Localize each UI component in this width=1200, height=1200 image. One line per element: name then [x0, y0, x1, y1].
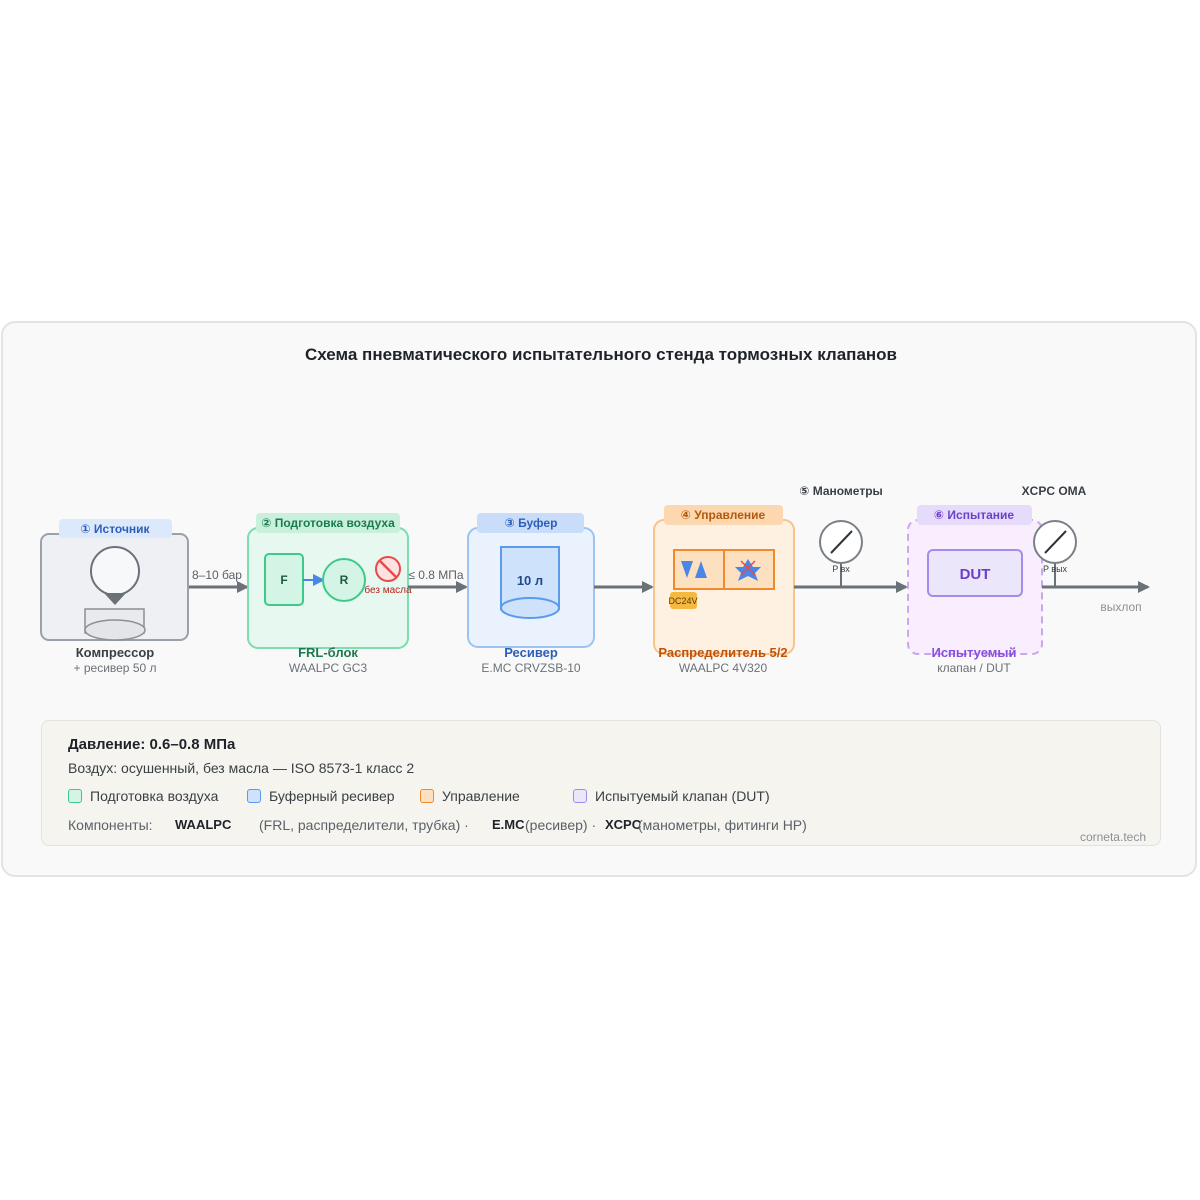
inlet-pressure-gauge: P вх — [819, 520, 863, 587]
legend-item-label: Подготовка воздуха — [90, 788, 219, 804]
inlet-gauge-label: P вх — [832, 564, 850, 574]
dut-name: Испытуемый — [931, 645, 1016, 660]
receiver-block: ③ Буфер 10 л Ресивер E.MC CRVZSB-10 — [467, 513, 595, 675]
legend-item-dut: Испытуемый клапан (DUT) — [573, 786, 770, 806]
receiver-volume: 10 л — [517, 573, 543, 588]
legend-item-label: Управление — [442, 788, 520, 804]
legend-swatch — [420, 789, 434, 803]
brand-xcpc: XCPC — [605, 817, 642, 832]
legend-air-quality: Воздух: осушенный, без масла — ISO 8573-… — [68, 760, 415, 776]
compressor-icon — [84, 546, 146, 641]
valve-sub: WAALPC 4V320 — [679, 661, 768, 675]
frl-name: FRL-блок — [298, 645, 358, 660]
dut-box-label: DUT — [960, 566, 991, 583]
regulator-element — [322, 558, 366, 602]
frl-block: ② Подготовка воздуха F R без масла FRL-б… — [247, 513, 412, 675]
dut-tag: ⑥ Испытание — [934, 508, 1014, 522]
gauges-tag: ⑤ Манометры — [799, 484, 883, 498]
brand-waalpc-desc: (FRL, распределители, трубка) · — [259, 817, 469, 833]
legend-pressure: Давление: 0.6–0.8 МПа — [68, 736, 236, 753]
valve-arrow-down-icon — [681, 561, 693, 578]
diagram-title: Схема пневматического испытательного сте… — [304, 345, 897, 364]
valve-arrow-up-icon — [695, 561, 707, 578]
outlet-gauge-label: P вых — [1043, 564, 1068, 574]
brand-emc-desc: (ресивер) · — [525, 817, 597, 833]
no-oil-icon — [375, 556, 401, 582]
no-oil-label: без масла — [364, 584, 412, 596]
filter-label: F — [280, 573, 287, 587]
compressor-sub: + ресивер 50 л — [74, 661, 157, 675]
legend-item-label: Буферный ресивер — [269, 788, 395, 804]
dut-sub: клапан / DUT — [937, 661, 1011, 675]
coil-label: DC24V — [668, 596, 697, 606]
legend-swatch — [573, 789, 587, 803]
brand-waalpc: WAALPC — [175, 817, 232, 832]
pneumatic-diagram: ① Источник Компрессор + ресивер 50 л 8–1… — [40, 484, 1150, 675]
valve-name: Распределитель 5/2 — [658, 645, 787, 660]
brand-xcpc-desc: (манометры, фитинги HP) — [638, 817, 807, 833]
brand-emc: E.MC — [492, 817, 525, 832]
legend-swatch — [68, 789, 82, 803]
exhaust-label: выхлоп — [1100, 600, 1141, 614]
receiver-sub: E.MC CRVZSB-10 — [481, 661, 580, 675]
valve-tag: ④ Управление — [681, 508, 766, 522]
dut-block: ⑥ Испытание DUT Испытуемый клапан / DUT — [907, 505, 1043, 675]
outlet-pressure-gauge: P вых — [1033, 520, 1077, 587]
components-line: Компоненты: WAALPC (FRL, распределители,… — [68, 817, 968, 835]
compressor-tag: ① Источник — [80, 522, 150, 536]
components-label: Компоненты: — [68, 817, 153, 833]
legend-item-air-prep: Подготовка воздуха — [68, 786, 218, 806]
solenoid-coil — [670, 592, 697, 609]
legend-item-control: Управление — [420, 786, 520, 806]
regulator-label: R — [340, 573, 349, 587]
legend-panel: Давление: 0.6–0.8 МПа Воздух: осушенный,… — [41, 720, 1161, 846]
dut-device — [927, 549, 1023, 597]
valve-block: ④ Управление DC24V Распределитель 5/2 WA… — [653, 505, 795, 675]
receiver-tank-icon — [500, 546, 560, 619]
inlet-pressure-label: 8–10 бар — [192, 568, 242, 582]
legend-swatch — [247, 789, 261, 803]
legend-item-buffer: Буферный ресивер — [247, 786, 395, 806]
frl-tag: ② Подготовка воздуха — [261, 516, 395, 530]
compressor-name: Компрессор — [76, 645, 155, 660]
site-credit: corneta.tech — [1079, 830, 1146, 844]
legend-item-label: Испытуемый клапан (DUT) — [595, 788, 770, 804]
compressor-block: ① Источник Компрессор + ресивер 50 л — [40, 519, 189, 675]
outlet-pressure-label: ≤ 0.8 МПа — [408, 568, 464, 582]
frl-sub: WAALPC GC3 — [289, 661, 368, 675]
gauge-brand: XCPC OMA — [1022, 484, 1087, 498]
diagram-card: Схема пневматического испытательного сте… — [1, 321, 1197, 877]
receiver-tag: ③ Буфер — [505, 516, 558, 530]
receiver-name: Ресивер — [504, 645, 558, 660]
